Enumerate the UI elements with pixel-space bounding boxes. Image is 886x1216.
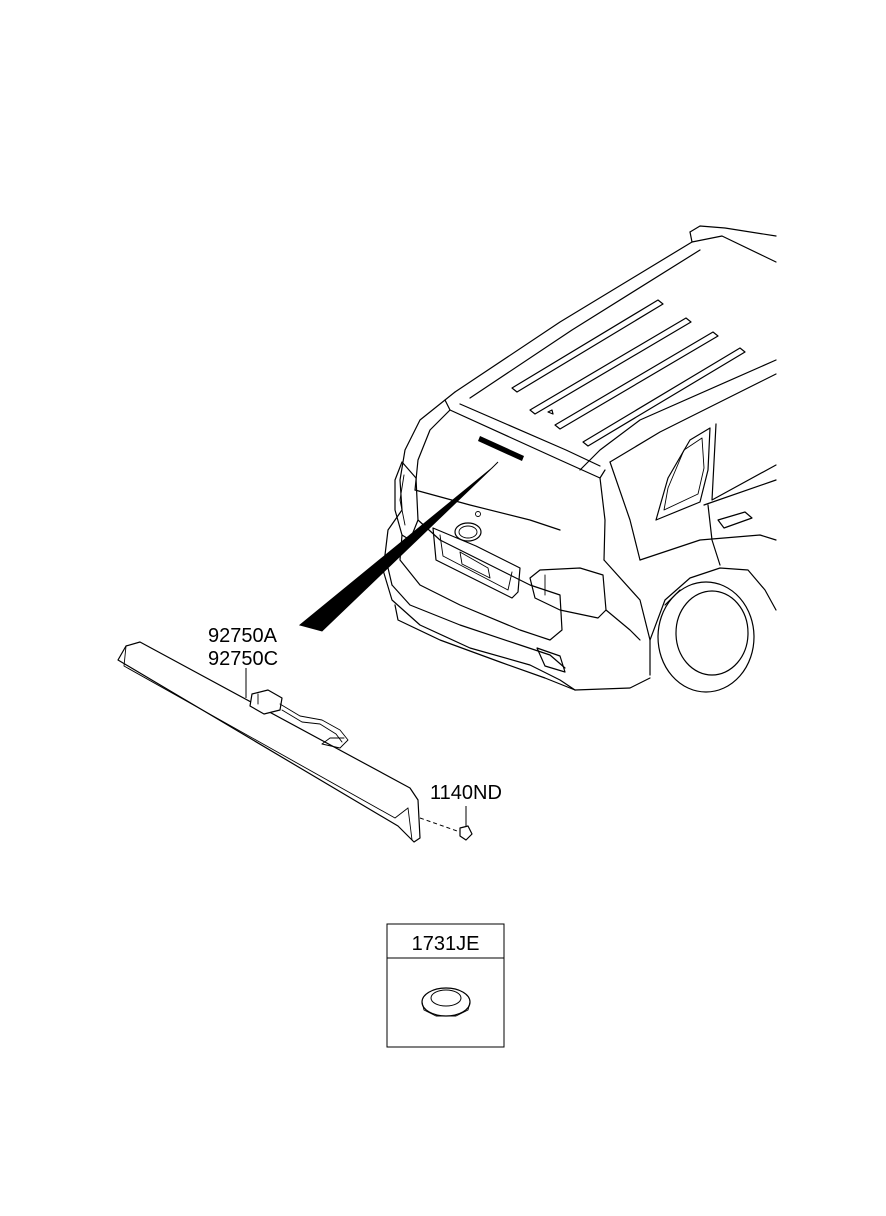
vehicle-illustration (298, 225, 777, 693)
high-mount-stop-lamp (117, 641, 421, 843)
label-92750c: 92750C (208, 648, 278, 670)
label-92750a: 92750A (208, 625, 278, 647)
inset-box: 1731JE (386, 923, 505, 1048)
label-1731je: 1731JE (412, 933, 480, 955)
label-1140nd: 1140ND (430, 782, 502, 804)
screw-part (419, 806, 473, 841)
grommet-part (421, 987, 471, 1017)
